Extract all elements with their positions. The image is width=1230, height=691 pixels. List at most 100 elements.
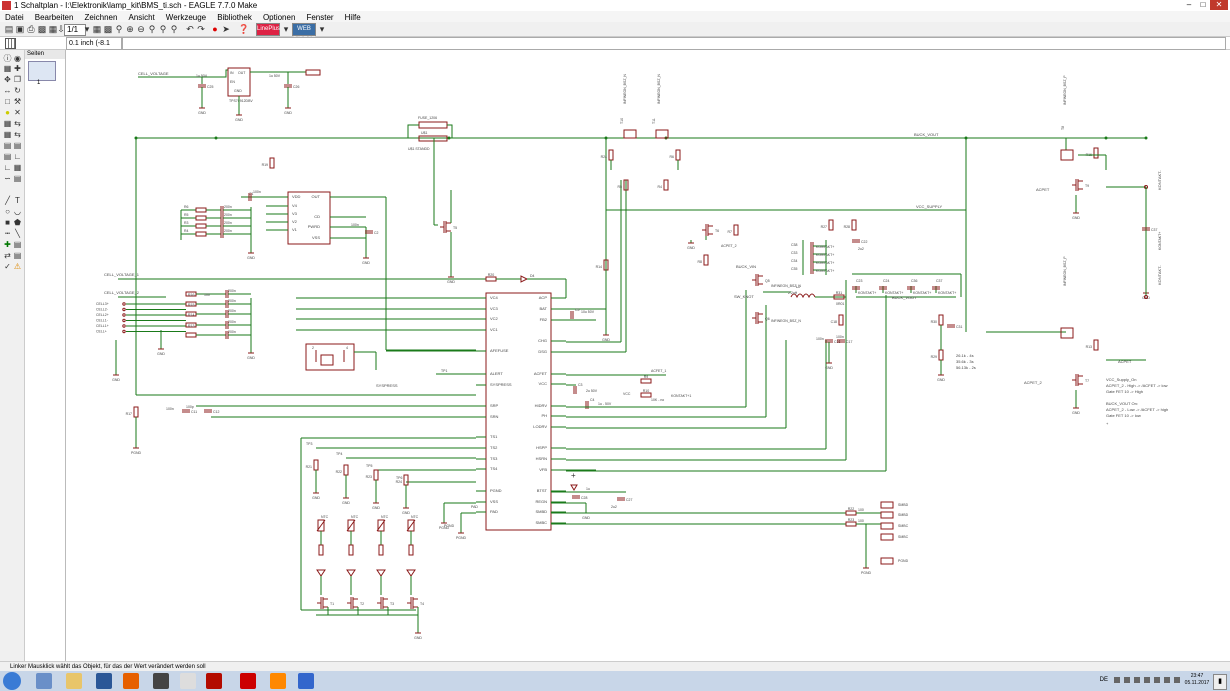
text-icon[interactable]: T xyxy=(15,196,20,205)
menu-hilfe[interactable]: Hilfe xyxy=(344,13,361,22)
save-icon[interactable]: ▣ xyxy=(15,24,25,34)
tray-icon-1[interactable] xyxy=(1114,677,1120,683)
redo-icon[interactable]: ↷ xyxy=(197,24,205,34)
tray-icon-3[interactable] xyxy=(1134,677,1140,683)
start-button[interactable] xyxy=(3,672,21,690)
paste-icon[interactable]: ● xyxy=(5,108,10,117)
minimize-button[interactable]: – xyxy=(1186,0,1192,9)
pages-tab[interactable]: Seiten xyxy=(25,50,65,59)
page-thumbnail[interactable] xyxy=(28,61,56,81)
menu-werkzeuge[interactable]: Werkzeuge xyxy=(165,13,207,22)
wire-icon[interactable]: ╱ xyxy=(5,196,10,205)
add-icon[interactable]: ▦ xyxy=(3,119,12,128)
junction-icon[interactable]: ✚ xyxy=(4,240,11,249)
zoom-select-icon[interactable]: ⚲ xyxy=(159,24,167,34)
net-icon[interactable]: ╲ xyxy=(15,229,20,238)
close-button[interactable]: ✕ xyxy=(1210,0,1228,10)
run-ulp-icon[interactable]: ▩ xyxy=(103,24,113,34)
info-icon[interactable]: ⓘ xyxy=(3,54,12,63)
change-icon[interactable]: ⚒ xyxy=(13,97,22,106)
group-icon[interactable]: □ xyxy=(5,97,10,106)
menu-bibliothek[interactable]: Bibliothek xyxy=(217,13,252,22)
grid-icon[interactable] xyxy=(5,38,16,49)
frame-icon[interactable]: ▤ xyxy=(13,251,22,260)
language-indicator[interactable]: DE xyxy=(1099,677,1108,683)
open-icon[interactable]: ▤ xyxy=(4,24,14,34)
command-input[interactable] xyxy=(122,37,1226,50)
attribute-icon[interactable]: ▤ xyxy=(13,240,22,249)
mark-icon[interactable]: ✚ xyxy=(14,64,21,73)
badge2-chevron-icon[interactable]: ▾ xyxy=(319,24,325,34)
rotate-icon[interactable]: ↻ xyxy=(14,86,21,95)
ie-icon[interactable] xyxy=(36,673,52,689)
invoke-icon[interactable]: ▦ xyxy=(13,163,22,172)
delete-icon[interactable]: ✕ xyxy=(14,108,21,117)
clock[interactable]: 23:47 05.11.2017 xyxy=(1184,673,1210,687)
menu-ansicht[interactable]: Ansicht xyxy=(128,13,155,22)
arrow-down-icon[interactable]: ⇩ xyxy=(57,24,65,34)
print-icon[interactable]: ⎙ xyxy=(27,24,35,34)
help-icon[interactable]: ❓ xyxy=(238,24,250,34)
rect-icon[interactable]: ■ xyxy=(5,218,10,227)
pinswap-icon[interactable]: ⇆ xyxy=(14,119,21,128)
menu-bearbeiten[interactable]: Bearbeiten xyxy=(34,13,74,22)
app8-icon[interactable] xyxy=(240,673,256,689)
menu-optionen[interactable]: Optionen xyxy=(262,13,296,22)
explorer-icon[interactable] xyxy=(66,673,82,689)
replace-icon[interactable]: ▦ xyxy=(3,130,12,139)
dimension-icon[interactable]: ⇄ xyxy=(4,251,11,260)
menu-fenster[interactable]: Fenster xyxy=(306,13,334,22)
firefox-icon[interactable] xyxy=(123,673,139,689)
zoom-in-icon[interactable]: ⊕ xyxy=(126,24,134,34)
tray-icon-2[interactable] xyxy=(1124,677,1130,683)
volume-icon[interactable] xyxy=(1174,677,1180,683)
eagle-icon[interactable] xyxy=(153,673,169,689)
word-icon[interactable] xyxy=(96,673,112,689)
tray-icon-6[interactable] xyxy=(1164,677,1170,683)
value-icon[interactable]: ▤ xyxy=(13,141,22,150)
script-icon[interactable]: ▦ xyxy=(92,24,102,34)
copy-icon[interactable]: ❐ xyxy=(13,75,22,84)
split-icon[interactable]: ∟ xyxy=(3,163,12,172)
zoom-last-icon[interactable]: ⚲ xyxy=(170,24,178,34)
label-icon[interactable]: ▤ xyxy=(13,174,22,183)
chevron-down-icon[interactable]: ▾ xyxy=(84,24,90,34)
bus-icon[interactable]: ┅ xyxy=(5,229,10,238)
arc-icon[interactable]: ◡ xyxy=(14,207,21,216)
display-icon[interactable]: ▦ xyxy=(3,64,12,73)
show-icon[interactable]: ◉ xyxy=(14,54,21,63)
menu-datei[interactable]: Datei xyxy=(5,13,24,22)
board-icon[interactable]: ▦ xyxy=(48,24,58,34)
menu-zeichnen[interactable]: Zeichnen xyxy=(84,13,118,22)
go-icon[interactable]: ➤ xyxy=(222,24,230,34)
polygon-icon[interactable]: ⬟ xyxy=(14,218,21,227)
show-desktop-button[interactable]: ▮ xyxy=(1213,674,1227,690)
erc-icon[interactable]: ✓ xyxy=(4,262,11,271)
app10-icon[interactable] xyxy=(298,673,314,689)
circle-icon[interactable]: ○ xyxy=(5,207,10,216)
gateswap-icon[interactable]: ⇆ xyxy=(14,130,21,139)
smash-icon[interactable]: ▤ xyxy=(3,152,12,161)
move-icon[interactable]: ✥ xyxy=(4,75,11,84)
webdirect-badge[interactable]: WEB DIRECT xyxy=(292,23,316,43)
zoom-redraw-icon[interactable]: ⚲ xyxy=(148,24,156,34)
mirror-icon[interactable]: ↔ xyxy=(3,86,12,95)
acrobat-icon[interactable] xyxy=(206,673,222,689)
zoom-out-icon[interactable]: ⊖ xyxy=(137,24,145,34)
zoom-fit-icon[interactable]: ⚲ xyxy=(115,24,123,34)
cam-icon[interactable]: ▩ xyxy=(37,24,47,34)
errors-icon[interactable]: ⚠ xyxy=(13,262,22,271)
tray-icon-4[interactable] xyxy=(1144,677,1150,683)
sheet-select[interactable]: 1/1 xyxy=(64,24,86,36)
app6-icon[interactable] xyxy=(180,673,196,689)
name-icon[interactable]: ▤ xyxy=(3,141,12,150)
badge-chevron-icon[interactable]: ▾ xyxy=(283,24,289,34)
undo-icon[interactable]: ↶ xyxy=(186,24,194,34)
optimize-icon[interactable]: ∽ xyxy=(4,174,11,183)
lineplus-badge[interactable]: LinePlus xyxy=(256,23,280,36)
matlab-icon[interactable] xyxy=(270,673,286,689)
tray-icon-5[interactable] xyxy=(1154,677,1160,683)
stop-icon[interactable]: ● xyxy=(212,24,218,34)
